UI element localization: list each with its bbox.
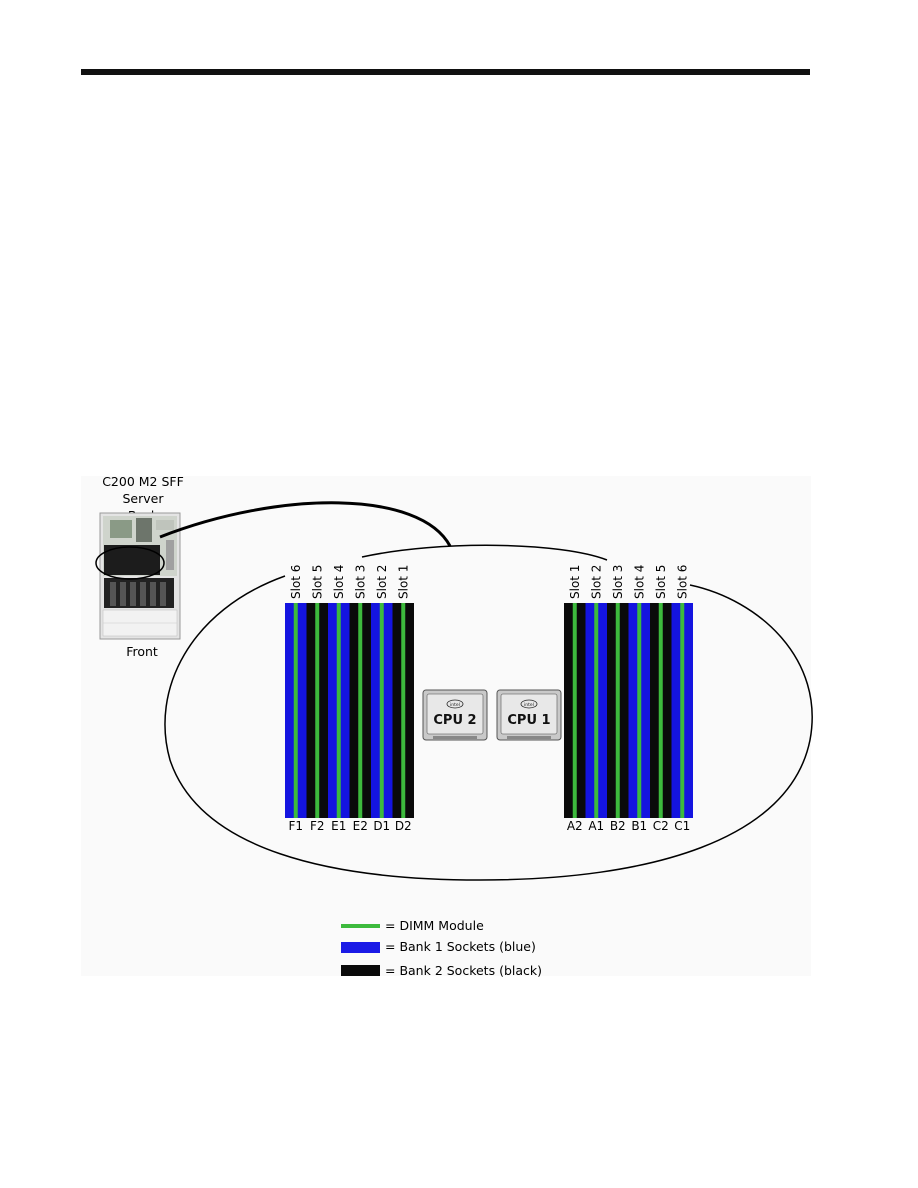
slot-label: Slot 2: [375, 565, 389, 599]
legend: = DIMM Module = Bank 1 Sockets (blue) = …: [341, 918, 542, 978]
dimm-label: E1: [331, 819, 346, 833]
dimm-module: [358, 603, 363, 818]
left-dimm-bank: Slot 6 F1 Slot 5 F2 Slot 4 E1 Slot 3 E2 Slot 2 D1…: [285, 565, 414, 833]
header-rule: [81, 69, 810, 75]
dimm-module: [379, 603, 384, 818]
slot-label: Slot 5: [310, 565, 324, 599]
legend-dimm-label: = DIMM Module: [385, 918, 484, 933]
connector-line: [159, 501, 452, 547]
cpu2-label: CPU 2: [433, 713, 476, 728]
svg-text:intel: intel: [450, 702, 460, 708]
slot-label: Slot 2: [589, 565, 603, 599]
intel-logo-icon: [446, 699, 464, 709]
slot-label: Slot 3: [353, 565, 367, 599]
server-front-label: Front: [126, 644, 158, 659]
dimm-label: F2: [310, 819, 325, 833]
dimm-module: [615, 603, 620, 818]
server-chassis-image: [95, 512, 181, 640]
server-model-label: C200 M2 SFF Server: [102, 474, 184, 506]
dimm-module: [658, 603, 663, 818]
dimm-label: C1: [674, 819, 690, 833]
dimm-label: D2: [395, 819, 412, 833]
dimm-module: [572, 603, 577, 818]
legend-bank2-swatch: [341, 965, 380, 976]
slot-label: Slot 6: [289, 565, 303, 599]
dimm-module: [637, 603, 642, 818]
dimm-module: [401, 603, 406, 818]
slot-label: Slot 1: [568, 565, 582, 599]
legend-bank1-label: = Bank 1 Sockets (blue): [385, 939, 536, 954]
zoom-connector-arc: [361, 544, 608, 561]
server-title: C200 M2 SFF Server Back: [81, 473, 205, 524]
slot-label: Slot 1: [396, 565, 410, 599]
cpu1-label: CPU 1: [507, 713, 550, 728]
cpu2-chip: intel CPU 2: [422, 689, 488, 741]
dimm-label: A1: [588, 819, 604, 833]
dimm-label: C2: [653, 819, 669, 833]
dimm-label: B2: [610, 819, 626, 833]
right-dimm-bank: Slot 1 A2 Slot 2 A1 Slot 3 B2 Slot 4 B1 Slot 5 C2…: [564, 565, 693, 833]
dimm-label: D1: [373, 819, 390, 833]
dimm-module: [680, 603, 685, 818]
slot-label: Slot 3: [611, 565, 625, 599]
dimm-label: F1: [288, 819, 303, 833]
slot-label: Slot 6: [675, 565, 689, 599]
dimm-label: A2: [567, 819, 583, 833]
slot-label: Slot 4: [632, 565, 646, 599]
dimm-module: [336, 603, 341, 818]
zoom-ellipse: [164, 575, 813, 881]
dimm-module: [315, 603, 320, 818]
intel-logo-icon: [520, 699, 538, 709]
dimm-label: B1: [631, 819, 647, 833]
legend-bank2-label: = Bank 2 Sockets (black): [385, 963, 542, 978]
slot-label: Slot 4: [332, 565, 346, 599]
legend-dimm-swatch: [341, 924, 380, 928]
slot-label: Slot 5: [654, 565, 668, 599]
dimm-module: [594, 603, 599, 818]
legend-bank1-swatch: [341, 942, 380, 953]
svg-text:intel: intel: [524, 702, 534, 708]
dimm-module: [293, 603, 298, 818]
dimm-label: E2: [353, 819, 368, 833]
cpu1-chip: intel CPU 1: [496, 689, 562, 741]
